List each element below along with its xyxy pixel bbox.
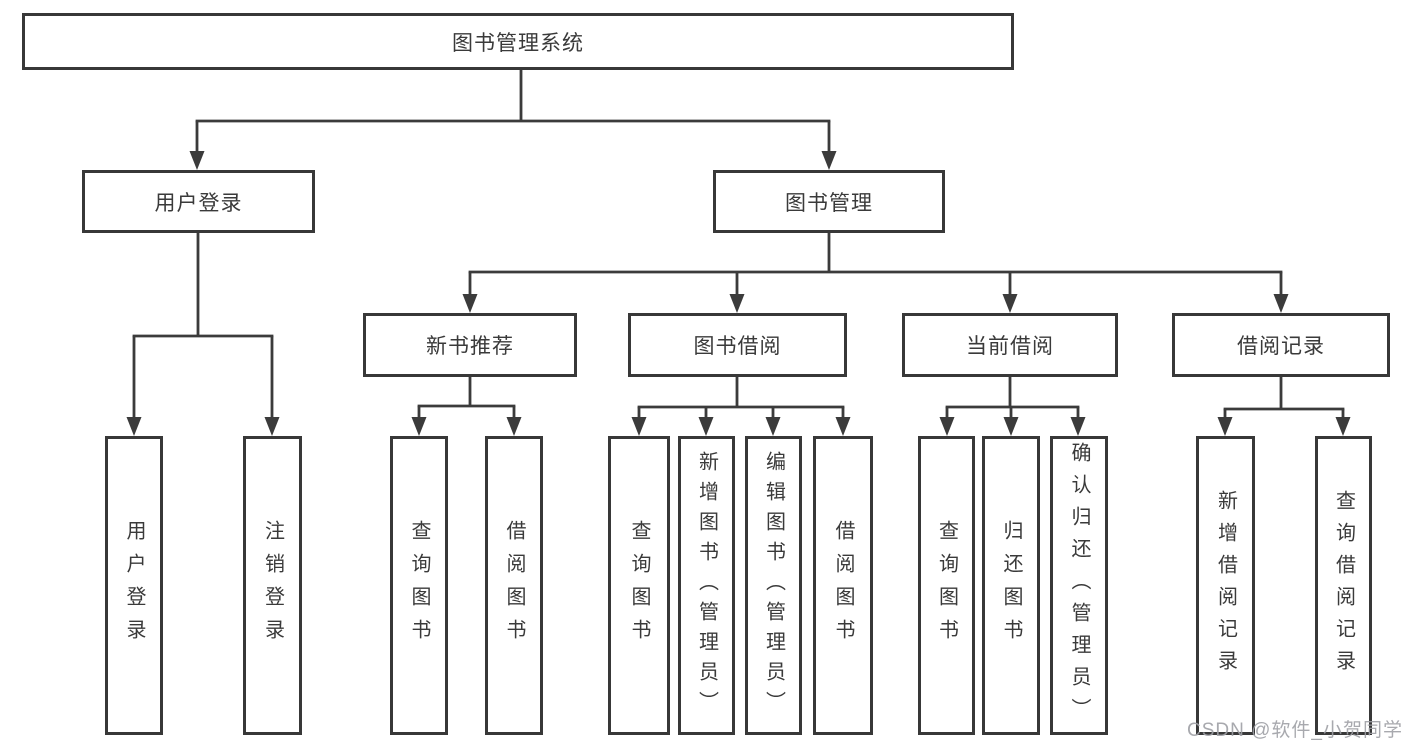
leaf-cur-query-books: 查询图书 — [918, 436, 975, 735]
node-current-borrow-label: 当前借阅 — [966, 335, 1054, 358]
leaf-nb-query-books: 查询图书 — [390, 436, 448, 735]
leaf-bw-query-books-label: 查询图书 — [628, 519, 650, 652]
leaf-cur-confirm-return-label: 确认归还（管理员） — [1068, 441, 1090, 730]
node-book-management: 图书管理 — [713, 170, 945, 233]
leaf-bw-query-books: 查询图书 — [608, 436, 670, 735]
leaf-user-login-label: 用户登录 — [123, 519, 145, 652]
leaf-rec-add-record-label: 新增借阅记录 — [1214, 489, 1237, 682]
leaf-rec-add-record: 新增借阅记录 — [1196, 436, 1255, 735]
leaf-logout: 注销登录 — [243, 436, 302, 735]
leaf-nb-borrow-books: 借阅图书 — [485, 436, 543, 735]
node-new-book-recommend-label: 新书推荐 — [426, 335, 514, 358]
leaf-nb-query-books-label: 查询图书 — [408, 519, 430, 652]
node-current-borrow: 当前借阅 — [902, 313, 1118, 377]
node-book-management-label: 图书管理 — [785, 191, 873, 215]
leaf-bw-edit-books-label: 编辑图书（管理员） — [762, 450, 785, 721]
node-book-borrow-label: 图书借阅 — [693, 335, 782, 358]
node-book-borrow: 图书借阅 — [628, 313, 847, 377]
leaf-cur-confirm-return: 确认归还（管理员） — [1050, 436, 1108, 735]
leaf-bw-borrow-books-label: 借阅图书 — [832, 519, 854, 652]
node-root: 图书管理系统 — [22, 13, 1014, 70]
leaf-bw-add-books-label: 新增图书（管理员） — [695, 450, 718, 721]
node-new-book-recommend: 新书推荐 — [363, 313, 577, 377]
node-user-login: 用户登录 — [82, 170, 315, 233]
leaf-rec-query-record-label: 查询借阅记录 — [1332, 489, 1355, 682]
leaf-bw-edit-books: 编辑图书（管理员） — [745, 436, 802, 735]
leaf-bw-add-books: 新增图书（管理员） — [678, 436, 735, 735]
leaf-cur-query-books-label: 查询图书 — [935, 519, 958, 652]
leaf-nb-borrow-books-label: 借阅图书 — [503, 519, 525, 652]
leaf-rec-query-record: 查询借阅记录 — [1315, 436, 1372, 735]
leaf-cur-return-books: 归还图书 — [982, 436, 1040, 735]
node-borrow-records: 借阅记录 — [1172, 313, 1390, 377]
node-root-label: 图书管理系统 — [452, 31, 584, 55]
node-user-login-label: 用户登录 — [154, 191, 243, 215]
leaf-logout-label: 注销登录 — [261, 519, 284, 652]
leaf-cur-return-books-label: 归还图书 — [1000, 519, 1022, 652]
node-borrow-records-label: 借阅记录 — [1237, 335, 1325, 358]
watermark: CSDN @软件_小贺同学 — [1187, 720, 1403, 741]
leaf-user-login: 用户登录 — [105, 436, 163, 735]
leaf-bw-borrow-books: 借阅图书 — [813, 436, 873, 735]
